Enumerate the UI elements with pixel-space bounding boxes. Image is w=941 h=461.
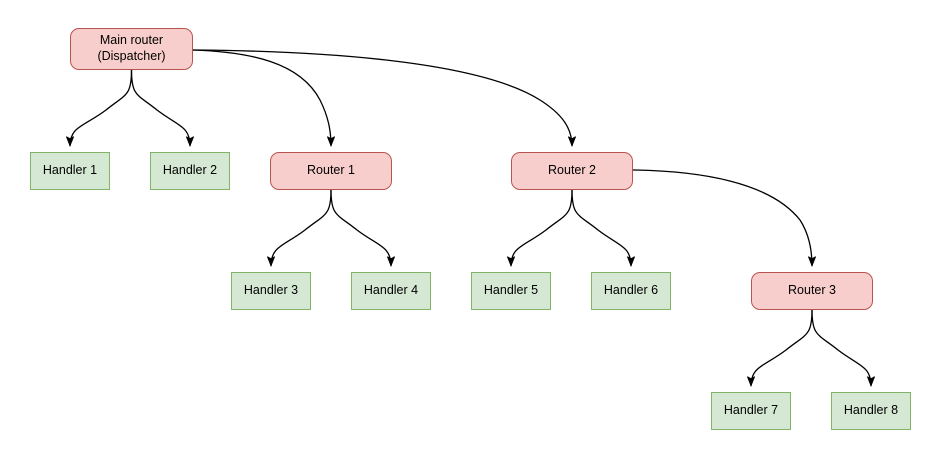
node-main-router[interactable]: Main router (Dispatcher) bbox=[70, 28, 193, 70]
node-handler-8-label: Handler 8 bbox=[843, 403, 899, 418]
node-handler-1-label: Handler 1 bbox=[42, 163, 98, 178]
edge-router-3-to-handler-8 bbox=[811, 309, 871, 386]
edge-router-1-to-handler-4 bbox=[330, 189, 391, 266]
edge-router-2-to-handler-5 bbox=[511, 189, 573, 266]
node-router-1-label: Router 1 bbox=[307, 163, 355, 178]
node-handler-4[interactable]: Handler 4 bbox=[351, 272, 431, 310]
node-handler-6-label: Handler 6 bbox=[603, 283, 659, 298]
edge-router-3-to-handler-7 bbox=[751, 309, 813, 386]
node-handler-1[interactable]: Handler 1 bbox=[30, 152, 110, 190]
node-handler-8[interactable]: Handler 8 bbox=[831, 392, 911, 430]
edge-router-2-to-handler-6 bbox=[571, 189, 631, 266]
edge-main-to-router-1 bbox=[192, 49, 331, 146]
node-router-1[interactable]: Router 1 bbox=[270, 152, 392, 190]
node-handler-6[interactable]: Handler 6 bbox=[591, 272, 671, 310]
node-handler-2[interactable]: Handler 2 bbox=[150, 152, 230, 190]
node-main-router-label: Main router (Dispatcher) bbox=[97, 33, 166, 63]
node-router-2-label: Router 2 bbox=[548, 163, 596, 178]
edge-main-to-router-2 bbox=[192, 49, 572, 146]
node-handler-7-label: Handler 7 bbox=[723, 403, 779, 418]
node-handler-5[interactable]: Handler 5 bbox=[471, 272, 551, 310]
node-handler-3[interactable]: Handler 3 bbox=[231, 272, 311, 310]
node-router-3-label: Router 3 bbox=[788, 283, 836, 298]
edge-router-1-to-handler-3 bbox=[271, 189, 332, 266]
node-handler-7[interactable]: Handler 7 bbox=[711, 392, 791, 430]
edge-router-2-to-router-3 bbox=[632, 169, 812, 266]
node-router-3[interactable]: Router 3 bbox=[751, 272, 873, 310]
node-handler-2-label: Handler 2 bbox=[162, 163, 218, 178]
edge-main-to-handler-1 bbox=[70, 69, 133, 146]
node-handler-5-label: Handler 5 bbox=[483, 283, 539, 298]
edge-main-to-handler-2 bbox=[130, 69, 191, 146]
node-router-2[interactable]: Router 2 bbox=[511, 152, 633, 190]
node-handler-4-label: Handler 4 bbox=[363, 283, 419, 298]
node-handler-3-label: Handler 3 bbox=[243, 283, 299, 298]
